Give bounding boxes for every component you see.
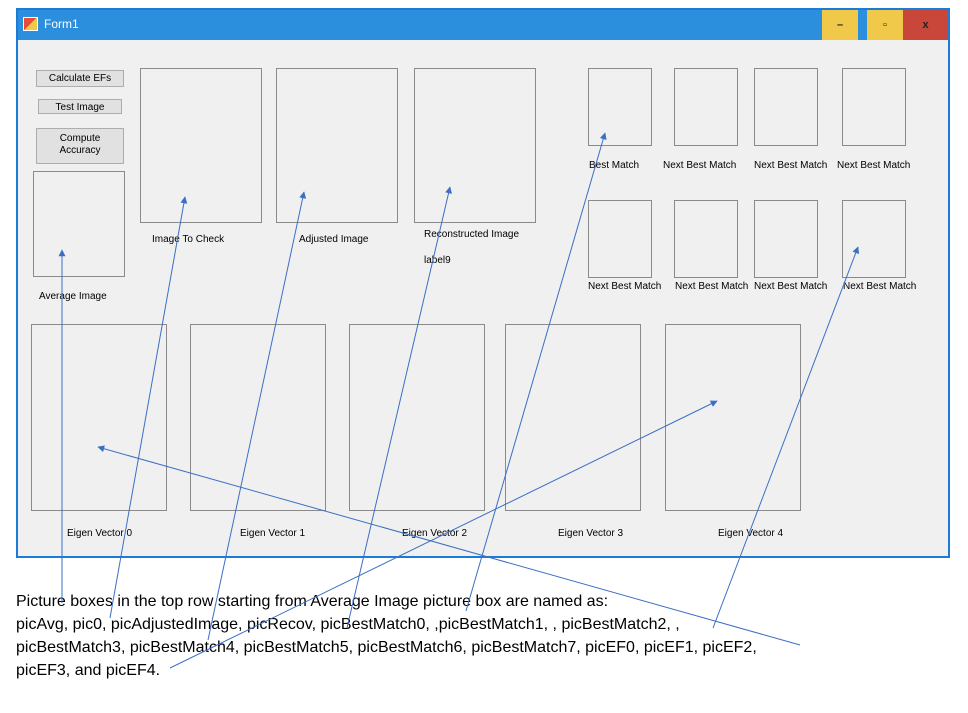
picture-best-match-4 <box>588 200 652 278</box>
maximize-button[interactable]: ▫ <box>867 10 903 40</box>
arrow-ef0 <box>97 445 801 646</box>
label-eigen-vector-0: Eigen Vector 0 <box>67 528 133 539</box>
label-reconstructed-image: Reconstructed Image <box>424 229 520 240</box>
label-next-best-match-4: Next Best Match <box>588 281 662 292</box>
close-button[interactable]: x <box>903 10 948 40</box>
picture-best-match-1 <box>674 68 738 146</box>
arrow-best-match-7 <box>712 246 860 629</box>
picture-best-match-7 <box>842 200 906 278</box>
picture-eigen-vector-2 <box>349 324 485 511</box>
picture-eigen-vector-0 <box>31 324 167 511</box>
picture-best-match-6 <box>754 200 818 278</box>
label-9: label9 <box>424 255 451 266</box>
label-average-image: Average Image <box>39 291 107 302</box>
picture-eigen-vector-3 <box>505 324 641 511</box>
compute-accuracy-button[interactable]: Compute Accuracy <box>36 128 124 164</box>
picture-best-match-2 <box>754 68 818 146</box>
form-window: Form1 – ▫ x Calculate EFs Test Image Com… <box>16 8 950 558</box>
arrow-pic0 <box>109 196 188 619</box>
window-title: Form1 <box>44 17 79 31</box>
label-adjusted-image: Adjusted Image <box>299 234 369 245</box>
caption-line-3: picBestMatch3, picBestMatch4, picBestMat… <box>16 639 757 656</box>
label-next-best-match-3: Next Best Match <box>837 160 911 171</box>
label-eigen-vector-2: Eigen Vector 2 <box>402 528 468 539</box>
label-best-match: Best Match <box>589 160 640 171</box>
picture-reconstructed <box>414 68 536 223</box>
picture-eigen-vector-4 <box>665 324 801 511</box>
label-eigen-vector-1: Eigen Vector 1 <box>240 528 306 539</box>
calculate-efs-button[interactable]: Calculate EFs <box>36 70 124 87</box>
arrow-pic-adjusted <box>207 191 307 641</box>
compute-accuracy-line2: Accuracy <box>59 145 101 156</box>
test-image-button[interactable]: Test Image <box>38 99 122 114</box>
picture-adjusted <box>276 68 398 223</box>
picture-best-match-3 <box>842 68 906 146</box>
label-next-best-match-6: Next Best Match <box>754 281 828 292</box>
arrow-pic-recov <box>346 186 452 629</box>
label-next-best-match-1: Next Best Match <box>663 160 737 171</box>
title-bar[interactable]: Form1 – ▫ x <box>18 10 948 40</box>
label-next-best-match-2: Next Best Match <box>754 160 828 171</box>
label-eigen-vector-4: Eigen Vector 4 <box>718 528 784 539</box>
label-next-best-match-5: Next Best Match <box>675 281 749 292</box>
form-client-area: Calculate EFs Test Image Compute Accurac… <box>18 40 948 556</box>
label-eigen-vector-3: Eigen Vector 3 <box>558 528 624 539</box>
caption-line-1: Picture boxes in the top row starting fr… <box>16 593 609 610</box>
compute-accuracy-line1: Compute <box>59 133 101 144</box>
picture-best-match-0 <box>588 68 652 146</box>
picture-image-to-check <box>140 68 262 223</box>
picture-best-match-5 <box>674 200 738 278</box>
minimize-button[interactable]: – <box>822 10 858 40</box>
arrow-ef4 <box>169 400 718 669</box>
label-next-best-match-7: Next Best Match <box>843 281 917 292</box>
label-image-to-check: Image To Check <box>152 234 225 245</box>
arrow-best-match-0 <box>465 132 607 612</box>
picture-average <box>33 171 125 277</box>
caption-line-4: picEF3, and picEF4. <box>16 662 161 679</box>
app-icon <box>23 17 38 31</box>
